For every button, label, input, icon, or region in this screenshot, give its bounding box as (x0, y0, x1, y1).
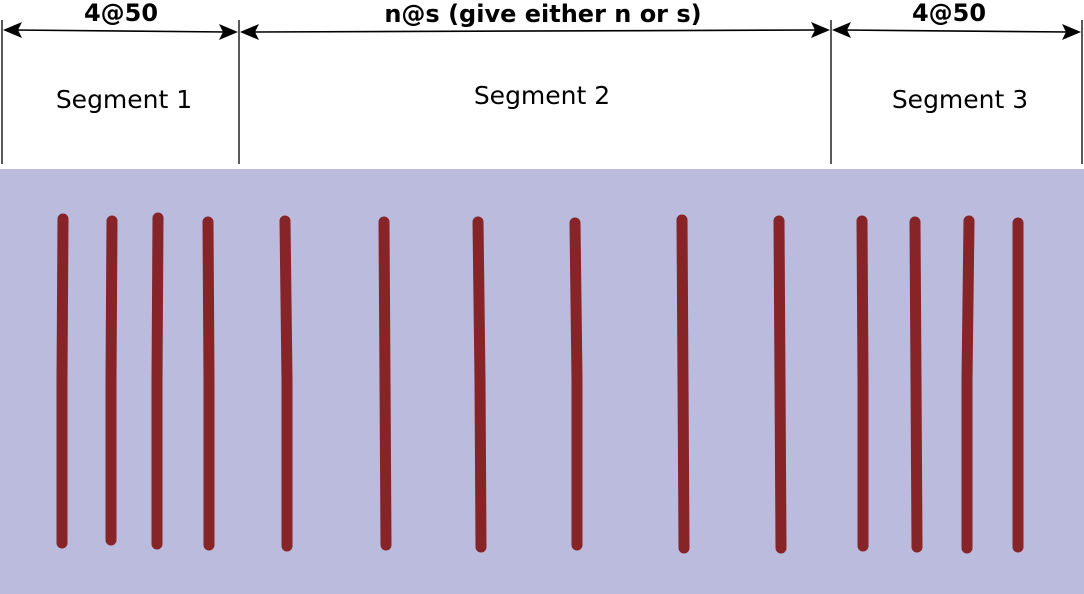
bar (909, 216, 923, 553)
dimension-arrow-segment-3 (832, 22, 1081, 40)
segment-label-2: Segment 2 (474, 81, 610, 110)
dimension-arrow-segment-1 (3, 22, 238, 40)
arrowhead-left-icon (240, 24, 259, 40)
shaded-panel (0, 169, 1084, 594)
dimension-label-segment-1: 4@50 (84, 0, 158, 27)
dimension-label-segment-2: n@s (give either n or s) (384, 0, 701, 28)
bar (472, 216, 487, 553)
bar (856, 215, 869, 552)
bar (676, 214, 690, 554)
dimension-arrow-segment-2 (240, 22, 830, 40)
bar (105, 215, 118, 546)
arrowhead-right-icon (811, 22, 830, 38)
dimension-label-segment-3: 4@50 (912, 0, 986, 27)
bars-segment-2 (279, 214, 787, 554)
segment-label-3: Segment 3 (892, 85, 1028, 114)
bars-segment-1 (56, 212, 215, 551)
bar (279, 215, 293, 552)
bar (961, 215, 975, 554)
arrowhead-right-icon (219, 24, 238, 40)
bar (56, 213, 69, 549)
bar (569, 217, 583, 551)
arrowhead-right-icon (1062, 24, 1081, 40)
bars-segment-3 (856, 215, 1024, 554)
bar (773, 215, 787, 554)
bar (202, 216, 215, 551)
arrowhead-left-icon (3, 22, 22, 38)
segment-label-1: Segment 1 (56, 85, 192, 114)
bar (151, 212, 164, 550)
bar (378, 216, 392, 551)
arrowhead-left-icon (832, 22, 851, 38)
